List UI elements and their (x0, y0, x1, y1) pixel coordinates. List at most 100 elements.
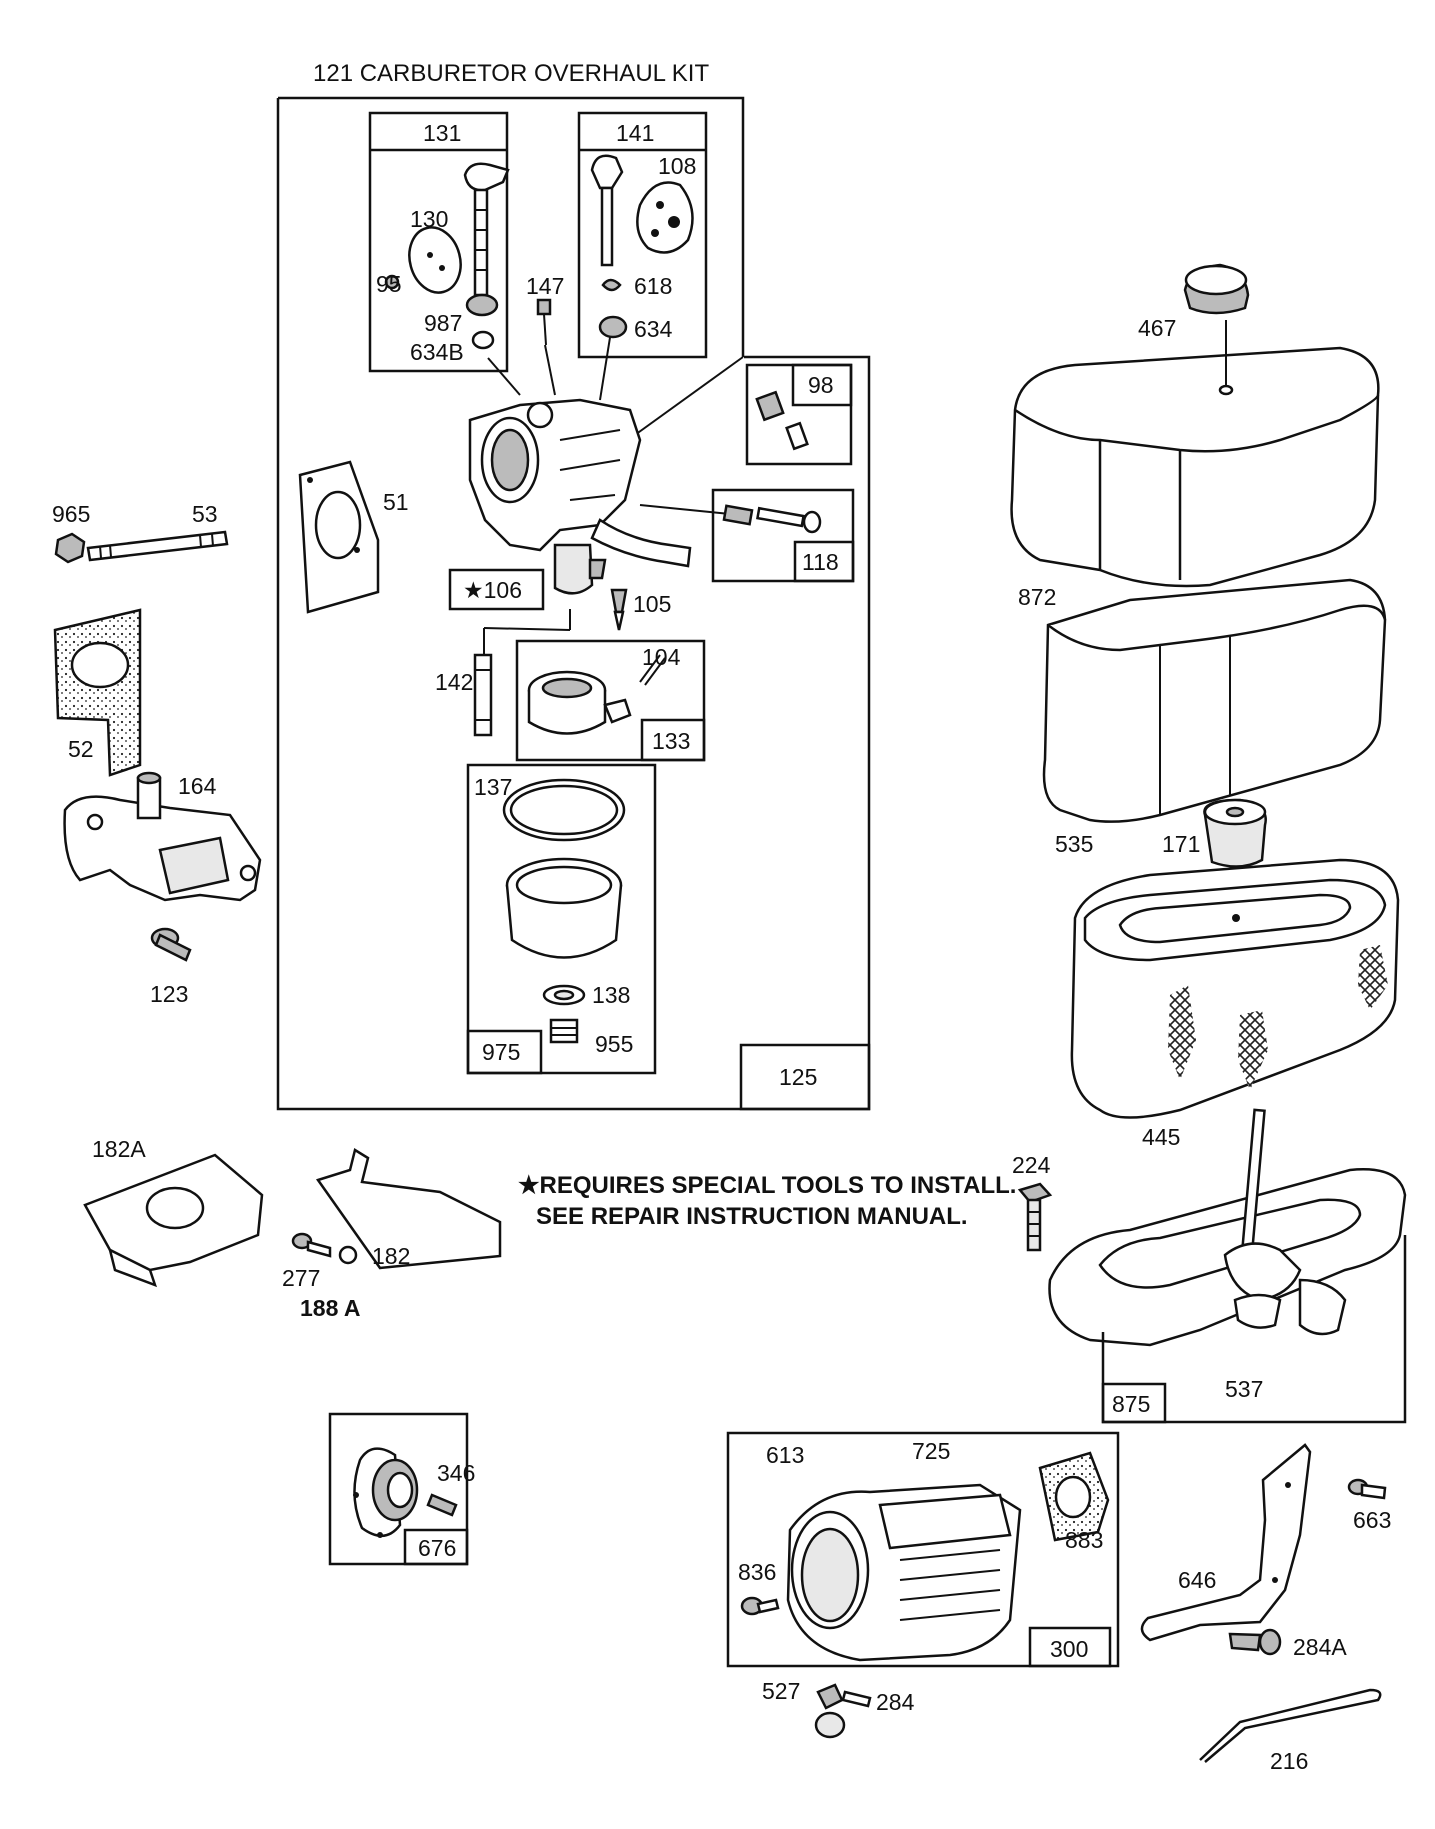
part-label-52: 52 (68, 736, 94, 762)
kit-title: 121 CARBURETOR OVERHAUL KIT (313, 60, 709, 87)
kit-box-133: 133 (515, 639, 706, 762)
part-label-188A: 188 A (300, 1295, 361, 1321)
tube-142-part (473, 653, 493, 737)
part-label-836: 836 (738, 1559, 776, 1585)
part-label-108: 108 (658, 153, 696, 179)
gasket-51-part (298, 460, 380, 614)
part-label-164: 164 (178, 773, 217, 799)
kit-box-676: 676 (328, 1412, 469, 1566)
kit-box-label-125: 125 (779, 1064, 817, 1090)
carburetor-body-part (468, 398, 692, 595)
cover-872-part (1010, 320, 1380, 588)
float-133-part (527, 654, 666, 735)
bolt-224-part (1017, 1182, 1053, 1252)
shield-182-part (315, 1148, 502, 1270)
kit-box-label-975: 975 (482, 1039, 520, 1065)
part-label-467: 467 (1138, 315, 1176, 341)
clip-527-part (814, 1683, 872, 1739)
bracket-646-part (1140, 1443, 1312, 1642)
part-label-216: 216 (1270, 1748, 1308, 1774)
screw-123-part (150, 927, 192, 962)
part-label-613: 613 (766, 1442, 804, 1468)
part-label-53: 53 (192, 501, 218, 527)
part-label-634B: 634B (410, 339, 464, 365)
part-label-277: 277 (282, 1265, 320, 1291)
choke-shaft-part (590, 154, 694, 339)
part-label-872: 872 (1018, 584, 1056, 610)
part-label-955: 955 (595, 1031, 633, 1057)
filter-535-part (1042, 578, 1387, 823)
kit-box-125: 125 (739, 1043, 871, 1111)
kit-box-label-98: 98 (808, 372, 834, 398)
screw-147-part (536, 298, 552, 346)
kit-box-label-875: 875 (1112, 1391, 1150, 1417)
part-label-445: 445 (1142, 1124, 1180, 1150)
kit-box-875: 875 (1101, 1235, 1407, 1424)
part-label-123: 123 (150, 981, 188, 1007)
part-label-284A: 284A (1293, 1634, 1347, 1660)
kit-box-label-131: 131 (423, 120, 461, 146)
kit-box-106: ★106 (448, 568, 545, 611)
note-line-2: SEE REPAIR INSTRUCTION MANUAL. (536, 1203, 968, 1230)
needle-118-part (722, 504, 822, 534)
part-label-104: 104 (642, 644, 681, 670)
needle-105-part (610, 588, 628, 631)
kit-box-98: 98 (745, 363, 853, 466)
kit-box-975: 975 (466, 763, 657, 1075)
part-label-987: 987 (424, 310, 462, 336)
part-label-182: 182 (372, 1243, 410, 1269)
idle-screw-98-part (755, 390, 809, 451)
part-label-535: 535 (1055, 831, 1093, 857)
bolt-663-part (1347, 1478, 1387, 1500)
screw-284A-part (1228, 1628, 1282, 1656)
part-label-346: 346 (437, 1460, 475, 1486)
grommet-171-part (1203, 798, 1267, 868)
seal-676-part (353, 1447, 458, 1538)
note-line-1: ★REQUIRES SPECIAL TOOLS TO INSTALL. (518, 1172, 1016, 1199)
part-label-130: 130 (410, 206, 448, 232)
throttle-shaft-part (384, 162, 510, 350)
float-bowl-part (502, 778, 626, 1044)
part-label-725: 725 (912, 1438, 950, 1464)
kit-box-label-106: ★106 (463, 577, 522, 603)
part-label-965: 965 (52, 501, 90, 527)
part-label-224: 224 (1012, 1152, 1051, 1178)
part-label-646: 646 (1178, 1567, 1216, 1593)
shield-182A-part (83, 1153, 264, 1288)
screw-277-part (291, 1232, 358, 1265)
part-label-51: 51 (383, 489, 409, 515)
kit-box-label-300: 300 (1050, 1636, 1088, 1662)
part-label-171: 171 (1162, 831, 1200, 857)
part-label-142: 142 (435, 669, 473, 695)
part-label-634: 634 (634, 316, 673, 342)
part-label-105: 105 (633, 591, 671, 617)
intake-164-part (63, 771, 262, 902)
link-216-part (1199, 1688, 1382, 1763)
part-label-182A: 182A (92, 1136, 146, 1162)
kit-box-label-133: 133 (652, 728, 690, 754)
part-label-663: 663 (1353, 1507, 1391, 1533)
knob-467-part (1183, 263, 1250, 315)
kit-box-118: 118 (711, 488, 855, 583)
kit-box-141: 141 (577, 111, 708, 359)
stud-53-part (86, 530, 229, 562)
kit-box-131: 131 (368, 111, 509, 373)
nut-965-part (54, 532, 86, 564)
kit-box-label-676: 676 (418, 1535, 456, 1561)
kit-box-300: 300 (726, 1431, 1120, 1668)
part-label-618: 618 (634, 273, 672, 299)
part-label-284: 284 (876, 1689, 915, 1715)
part-label-527: 527 (762, 1678, 800, 1704)
cylinder-300-part (786, 1451, 1110, 1662)
kit-box-label-141: 141 (616, 120, 654, 146)
base-537-part (1048, 1108, 1407, 1347)
part-label-883: 883 (1065, 1527, 1103, 1553)
element-445-part (1070, 858, 1400, 1119)
part-label-537: 537 (1225, 1376, 1263, 1402)
screw-836-part (740, 1596, 780, 1616)
kit-box-label-118: 118 (802, 549, 839, 575)
part-label-95: 95 (376, 271, 402, 297)
part-label-147: 147 (526, 273, 564, 299)
gasket-52-part (53, 608, 142, 777)
